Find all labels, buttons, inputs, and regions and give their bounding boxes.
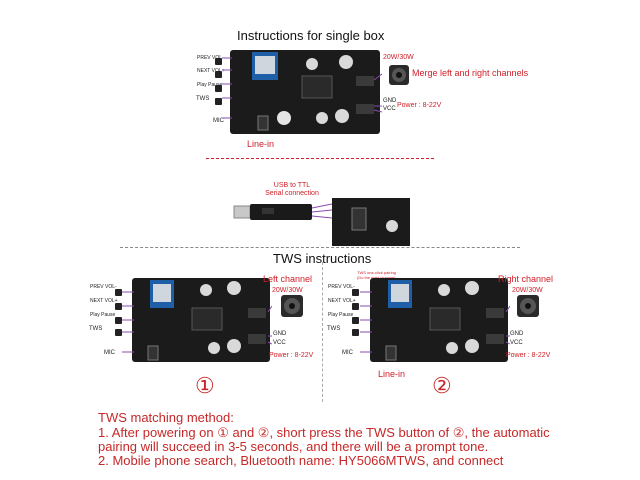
tws-line-in-label: Line-in bbox=[378, 369, 406, 379]
push-button-icon bbox=[215, 85, 222, 92]
tws-one-click-line1: TWS one-click pairing bbox=[357, 270, 396, 275]
usb-ttl-adapter bbox=[233, 198, 410, 246]
right-channel-label: Right channel bbox=[498, 274, 554, 284]
single-box-title: Instructions for single box bbox=[237, 28, 385, 43]
right-button-label-next: NEXT VOL+ bbox=[328, 298, 356, 304]
push-button-icon bbox=[215, 98, 222, 105]
right-vcc-label: VCC bbox=[510, 340, 523, 346]
push-button-icon bbox=[215, 71, 222, 78]
push-button-icon bbox=[352, 317, 359, 324]
mic-label: MIC bbox=[213, 118, 224, 124]
left-amplifier-board bbox=[122, 278, 272, 362]
push-button-icon bbox=[115, 289, 122, 296]
push-button-icon bbox=[115, 303, 122, 310]
tws-one-click-note: TWS one-click pairing (Do the right chan… bbox=[357, 270, 417, 280]
push-button-icon bbox=[352, 329, 359, 336]
right-gnd-label: GND bbox=[510, 331, 524, 337]
left-power-supply: Power : 8-22V bbox=[269, 352, 314, 359]
vcc-label: VCC bbox=[383, 106, 396, 112]
marker-two: ② bbox=[432, 373, 452, 398]
left-power-rating: 20W/30W bbox=[272, 287, 303, 294]
section-divider bbox=[206, 158, 434, 159]
usb-label-line1: USB to TTL bbox=[273, 182, 311, 189]
push-button-icon bbox=[352, 289, 359, 296]
left-button-label-play: Play Pause bbox=[90, 312, 116, 318]
tws-vertical-divider bbox=[322, 262, 323, 402]
right-speaker-icon bbox=[517, 295, 539, 317]
gnd-label: GND bbox=[383, 98, 397, 104]
usb-label-line2: Serial connection bbox=[265, 190, 319, 197]
right-button-label-tws: TWS bbox=[327, 326, 341, 332]
tws-divider bbox=[120, 247, 520, 248]
button-label-next: NEXT VOL+ bbox=[197, 68, 225, 74]
right-button-label-play: Play Pause bbox=[328, 312, 354, 318]
push-button-icon bbox=[115, 317, 122, 324]
push-button-icon bbox=[352, 303, 359, 310]
merge-channels-note: Merge left and right channels bbox=[412, 68, 529, 78]
speaker-icon bbox=[389, 65, 409, 85]
right-mic-label: MIC bbox=[342, 350, 353, 356]
left-speaker-icon bbox=[281, 295, 303, 317]
instructions-heading: TWS matching method: bbox=[98, 410, 234, 425]
left-button-label-prev: PREV VOL- bbox=[90, 284, 117, 290]
left-button-label-next: NEXT VOL+ bbox=[90, 298, 118, 304]
marker-one: ① bbox=[195, 373, 215, 398]
right-button-label-prev: PREV VOL- bbox=[328, 284, 355, 290]
left-vcc-label: VCC bbox=[273, 340, 286, 346]
tws-title: TWS instructions bbox=[273, 251, 372, 266]
left-gnd-label: GND bbox=[273, 331, 287, 337]
power-supply-label: Power : 8-22V bbox=[397, 102, 442, 109]
button-label-prev: PREV VOL- bbox=[197, 55, 224, 61]
line-in-label: Line-in bbox=[247, 139, 275, 149]
right-amplifier-board bbox=[360, 278, 510, 362]
tws-one-click-line2: (Do the right channel) bbox=[357, 275, 396, 280]
left-channel-label: Left channel bbox=[263, 274, 313, 284]
right-power-rating: 20W/30W bbox=[512, 287, 543, 294]
push-button-icon bbox=[215, 58, 222, 65]
left-mic-label: MIC bbox=[104, 350, 115, 356]
single-amplifier-board bbox=[222, 50, 382, 134]
button-label-tws: TWS bbox=[196, 96, 210, 102]
instructions-line1: 1. After powering on ① and ②, short pres… bbox=[98, 425, 550, 440]
left-button-label-tws: TWS bbox=[89, 326, 103, 332]
instructions-line2: pairing will succeed in 3-5 seconds, and… bbox=[98, 439, 489, 454]
instructions-line3: 2. Mobile phone search, Bluetooth name: … bbox=[98, 453, 504, 468]
button-label-play: Play Pause bbox=[197, 82, 223, 88]
right-power-supply: Power : 8-22V bbox=[506, 352, 551, 359]
single-power-rating: 20W/30W bbox=[383, 54, 414, 61]
push-button-icon bbox=[115, 329, 122, 336]
